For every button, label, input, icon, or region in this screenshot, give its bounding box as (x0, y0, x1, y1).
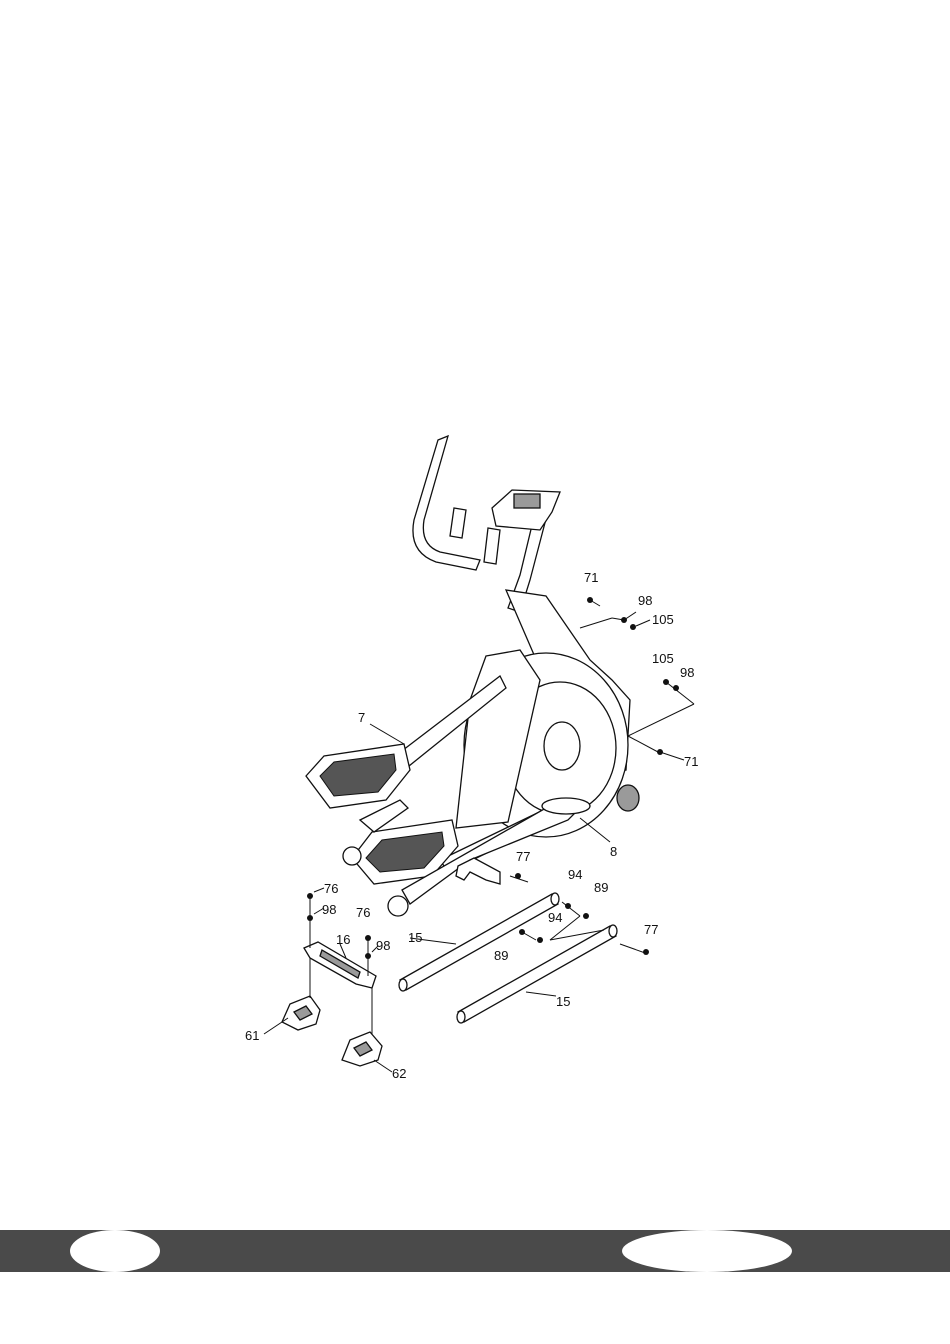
exploded-assembly-diagram: 7 8 15 15 16 61 62 71 71 76 76 77 77 89 … (0, 0, 950, 1230)
tube-end-upper-left (399, 979, 407, 991)
wheel-right (388, 896, 408, 916)
hand-grip-left (450, 508, 466, 538)
label-98-side: 98 (680, 665, 694, 680)
label-76-right: 76 (356, 905, 370, 920)
label-15-upper: 15 (408, 930, 422, 945)
washer-94-b (537, 937, 543, 943)
footer-bar (0, 1230, 950, 1272)
base-plate (542, 798, 590, 814)
label-98-upper: 98 (638, 593, 652, 608)
label-89-right: 89 (594, 880, 608, 895)
label-8: 8 (610, 844, 617, 859)
label-15-lower: 15 (556, 994, 570, 1009)
tube-end-lower-right (609, 925, 617, 937)
label-98-left: 98 (322, 902, 336, 917)
hand-grip-right (484, 528, 500, 564)
label-89-left: 89 (494, 948, 508, 963)
bolt-77-right (643, 949, 649, 955)
label-16: 16 (336, 932, 350, 947)
page-number-oval-right (622, 1230, 792, 1272)
foot-assembly (282, 942, 382, 1066)
elliptical-trainer-drawing (306, 436, 639, 916)
label-105-side: 105 (652, 651, 674, 666)
label-94-upper: 94 (568, 867, 582, 882)
label-105-upper: 105 (652, 612, 674, 627)
label-71-upper: 71 (584, 570, 598, 585)
handlebar-left (413, 436, 480, 570)
label-94-lower: 94 (548, 910, 562, 925)
tension-knob (617, 785, 639, 811)
tube-end-upper-right (551, 893, 559, 905)
console-display (514, 494, 540, 508)
label-77-left: 77 (516, 849, 530, 864)
wheel-left (343, 847, 361, 865)
label-61: 61 (245, 1028, 259, 1043)
label-98-right: 98 (376, 938, 390, 953)
label-7: 7 (358, 710, 365, 725)
label-76-left: 76 (324, 881, 338, 896)
label-77-right: 77 (644, 922, 658, 937)
nut-89-a (583, 913, 589, 919)
nut-105-upper (630, 624, 636, 630)
flywheel-hub (544, 722, 580, 770)
label-71-side: 71 (684, 754, 698, 769)
page-number-oval-left (70, 1230, 160, 1272)
label-62: 62 (392, 1066, 406, 1081)
tube-end-lower-left (457, 1011, 465, 1023)
